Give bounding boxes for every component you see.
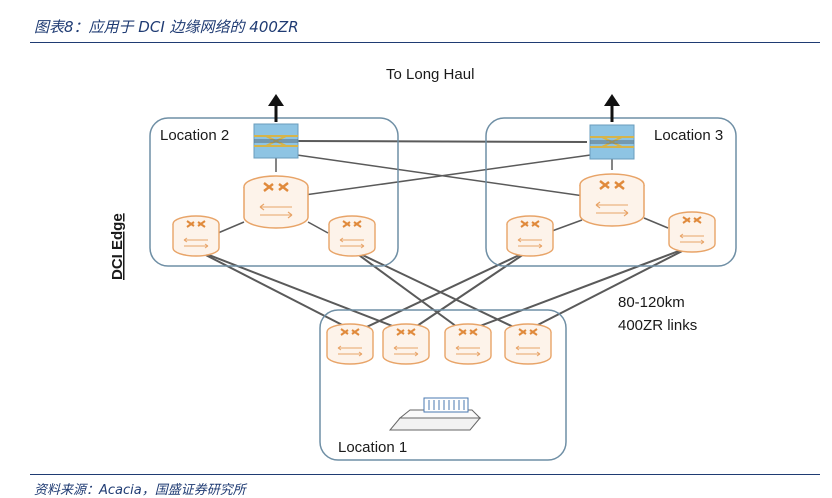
location-2-label: Location 2: [160, 127, 229, 144]
router-icon: [504, 323, 552, 365]
source-note: 资料来源：Acacia，国盛证券研究所: [34, 483, 246, 498]
link-l2a-r1b: [195, 249, 409, 333]
link-type-label: 400ZR links: [618, 317, 697, 334]
dci-edge-label: DCI Edge: [109, 213, 126, 280]
top-divider: [30, 42, 820, 43]
optical-switch-icon: [253, 123, 299, 159]
router-icon: [444, 323, 492, 365]
router-icon: [326, 323, 374, 365]
figure-caption: 图表8：应用于 DCI 边缘网络的 400ZR: [34, 18, 299, 36]
server-rack-icon: [388, 397, 482, 431]
link-intra2-b: [307, 221, 329, 234]
router-icon: [328, 215, 376, 257]
up-arrow-icon: [604, 94, 620, 122]
link-l2a-r1a: [195, 249, 357, 333]
link-l3a-r1b: [407, 249, 531, 333]
router-icon: [242, 174, 310, 230]
location-1-box: [319, 309, 567, 461]
up-arrow-icon: [268, 94, 284, 122]
router-icon: [506, 215, 554, 257]
optical-switch-icon: [589, 124, 635, 160]
links: [195, 140, 693, 333]
router-icon: [172, 215, 220, 257]
link-l2b-r1d: [351, 249, 525, 333]
link-l2b-r1c: [351, 249, 465, 333]
location-1-label: Location 1: [338, 439, 407, 456]
link-l3a-r1a: [355, 249, 531, 333]
router-icon: [578, 172, 646, 228]
link-intra3-b: [643, 217, 669, 229]
link-l3b-r1c: [463, 245, 693, 333]
bottom-divider: [30, 474, 820, 475]
link-intra3-a: [551, 219, 583, 232]
link-distance-label: 80-120km: [618, 294, 685, 311]
link-switch3-router2: [275, 151, 613, 200]
location-3-label: Location 3: [654, 127, 723, 144]
router-icon: [668, 211, 716, 253]
to-long-haul-label: To Long Haul: [386, 66, 474, 83]
link-l3b-r1d: [523, 245, 693, 333]
link-intra2-a: [217, 221, 245, 234]
router-icon: [382, 323, 430, 365]
location-2-box: [149, 117, 399, 267]
link-switch2-switch3: [293, 140, 588, 143]
